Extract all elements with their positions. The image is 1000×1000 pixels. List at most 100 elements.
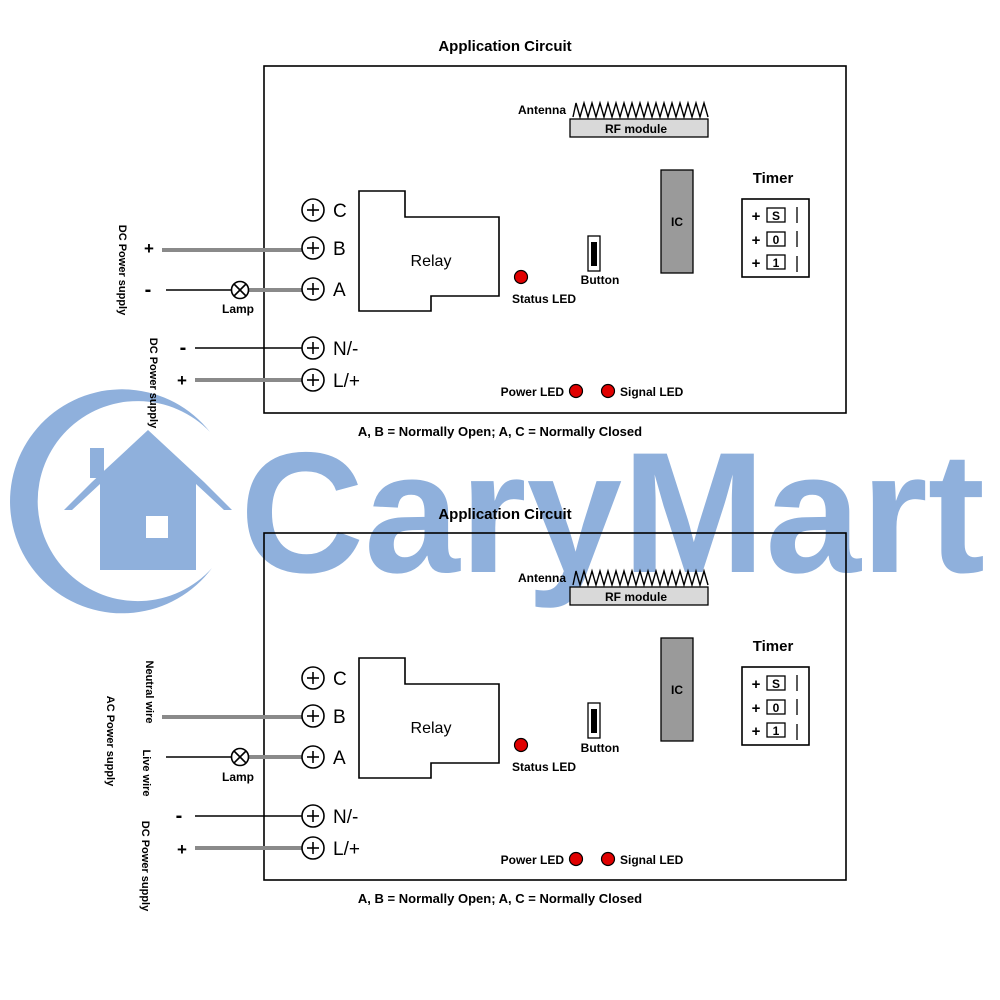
terminal-label: N/- <box>333 807 358 828</box>
terminal-label: B <box>333 707 346 728</box>
terminal-n[interactable]: N/- <box>301 336 358 360</box>
load-minus-sign: - <box>145 279 152 301</box>
timer-row-s[interactable]: + S <box>752 207 798 225</box>
timer-row-key: 1 <box>773 256 780 270</box>
module-supply-label: DC Power supply <box>139 821 151 912</box>
relay-label: Relay <box>411 720 452 737</box>
terminal-c[interactable]: C <box>301 198 347 222</box>
button-label: Button <box>581 741 620 755</box>
module-board <box>263 65 847 414</box>
terminal-l[interactable]: L/+ <box>301 368 360 392</box>
lamp-icon <box>230 747 250 767</box>
terminal-label: A <box>333 280 346 301</box>
status-led-icon <box>513 737 529 753</box>
circuit-1: Application Circuit Antenna RF module IC… <box>116 38 847 439</box>
timer-dip-switch <box>741 666 810 746</box>
signal-led-icon <box>600 383 616 399</box>
circuit-title: Application Circuit <box>438 506 571 523</box>
antenna-label: Antenna <box>518 103 566 117</box>
lamp-icon <box>230 280 250 300</box>
lamp-label: Lamp <box>222 302 254 316</box>
power-led-icon <box>568 851 584 867</box>
timer-label: Timer <box>753 638 794 655</box>
live-wire-label: Live wire <box>140 749 152 796</box>
timer-row-1[interactable]: + 1 <box>752 254 798 272</box>
signal-led-label: Signal LED <box>620 385 684 399</box>
status-led-icon <box>513 269 529 285</box>
signal-led-icon <box>600 851 616 867</box>
ic-label: IC <box>671 215 683 229</box>
circuit-title: Application Circuit <box>438 38 571 55</box>
timer-row-sign: + <box>752 255 761 272</box>
terminal-a[interactable]: A <box>301 277 346 301</box>
contact-caption: A, B = Normally Open; A, C = Normally Cl… <box>358 891 642 906</box>
ic-chip <box>660 637 694 742</box>
rf-module-label: RF module <box>605 122 667 136</box>
terminal-n[interactable]: N/- <box>301 804 358 828</box>
module-plus-sign: + <box>177 371 187 390</box>
timer-row-key: S <box>772 209 780 223</box>
timer-row-sign: + <box>752 232 761 249</box>
power-led-label: Power LED <box>501 853 565 867</box>
signal-led-label: Signal LED <box>620 853 684 867</box>
antenna-icon <box>572 100 709 120</box>
timer-row-sign: + <box>752 700 761 717</box>
rf-module-label: RF module <box>605 590 667 604</box>
timer-label: Timer <box>753 170 794 187</box>
terminal-label: B <box>333 239 346 260</box>
lamp-label: Lamp <box>222 770 254 784</box>
rf-module <box>569 118 709 138</box>
terminal-b[interactable]: B <box>301 704 346 728</box>
timer-row-0[interactable]: + 0 <box>752 231 798 249</box>
terminal-label: C <box>333 201 347 222</box>
antenna-icon <box>572 568 709 588</box>
module-minus-sign: - <box>180 337 187 359</box>
timer-row-key: 1 <box>773 724 780 738</box>
ic-chip <box>660 169 694 274</box>
timer-row-1[interactable]: + 1 <box>752 722 798 740</box>
ic-label: IC <box>671 683 683 697</box>
power-led-icon <box>568 383 584 399</box>
terminal-c[interactable]: C <box>301 666 347 690</box>
terminal-label: L/+ <box>333 371 360 392</box>
watermark-house-icon <box>64 430 232 570</box>
neutral-wire-label: Neutral wire <box>143 661 155 724</box>
timer-dip-switch <box>741 198 810 278</box>
timer-row-key: 0 <box>773 701 780 715</box>
module-minus-sign: - <box>176 805 183 827</box>
timer-row-sign: + <box>752 676 761 693</box>
timer-row-s[interactable]: + S <box>752 675 798 693</box>
terminal-b[interactable]: B <box>301 236 346 260</box>
module-board <box>263 532 847 881</box>
relay-block <box>358 657 500 779</box>
terminal-l[interactable]: L/+ <box>301 836 360 860</box>
relay-block <box>358 190 500 312</box>
load-supply-label: AC Power supply <box>104 696 116 787</box>
module-supply-label: DC Power supply <box>147 338 159 429</box>
rf-module <box>569 586 709 606</box>
load-supply-label: DC Power supply <box>116 225 128 316</box>
circuit-2: Application Circuit Antenna RF module IC… <box>104 506 847 912</box>
terminal-label: L/+ <box>333 839 360 860</box>
module-plus-sign: + <box>177 840 187 859</box>
button-label: Button <box>581 273 620 287</box>
button-switch-icon[interactable] <box>587 235 601 272</box>
button-switch-icon[interactable] <box>587 702 601 739</box>
power-led-label: Power LED <box>501 385 565 399</box>
relay-label: Relay <box>411 253 452 270</box>
watermark-text: CaryMart <box>240 417 985 609</box>
timer-row-sign: + <box>752 208 761 225</box>
load-plus-sign: + <box>144 239 154 258</box>
terminal-label: A <box>333 748 346 769</box>
timer-row-0[interactable]: + 0 <box>752 699 798 717</box>
status-led-label: Status LED <box>512 760 576 774</box>
terminal-label: C <box>333 669 347 690</box>
terminal-a[interactable]: A <box>301 745 346 769</box>
antenna-label: Antenna <box>518 571 566 585</box>
status-led-label: Status LED <box>512 292 576 306</box>
terminal-label: N/- <box>333 339 358 360</box>
timer-row-sign: + <box>752 723 761 740</box>
timer-row-key: 0 <box>773 233 780 247</box>
contact-caption: A, B = Normally Open; A, C = Normally Cl… <box>358 424 642 439</box>
